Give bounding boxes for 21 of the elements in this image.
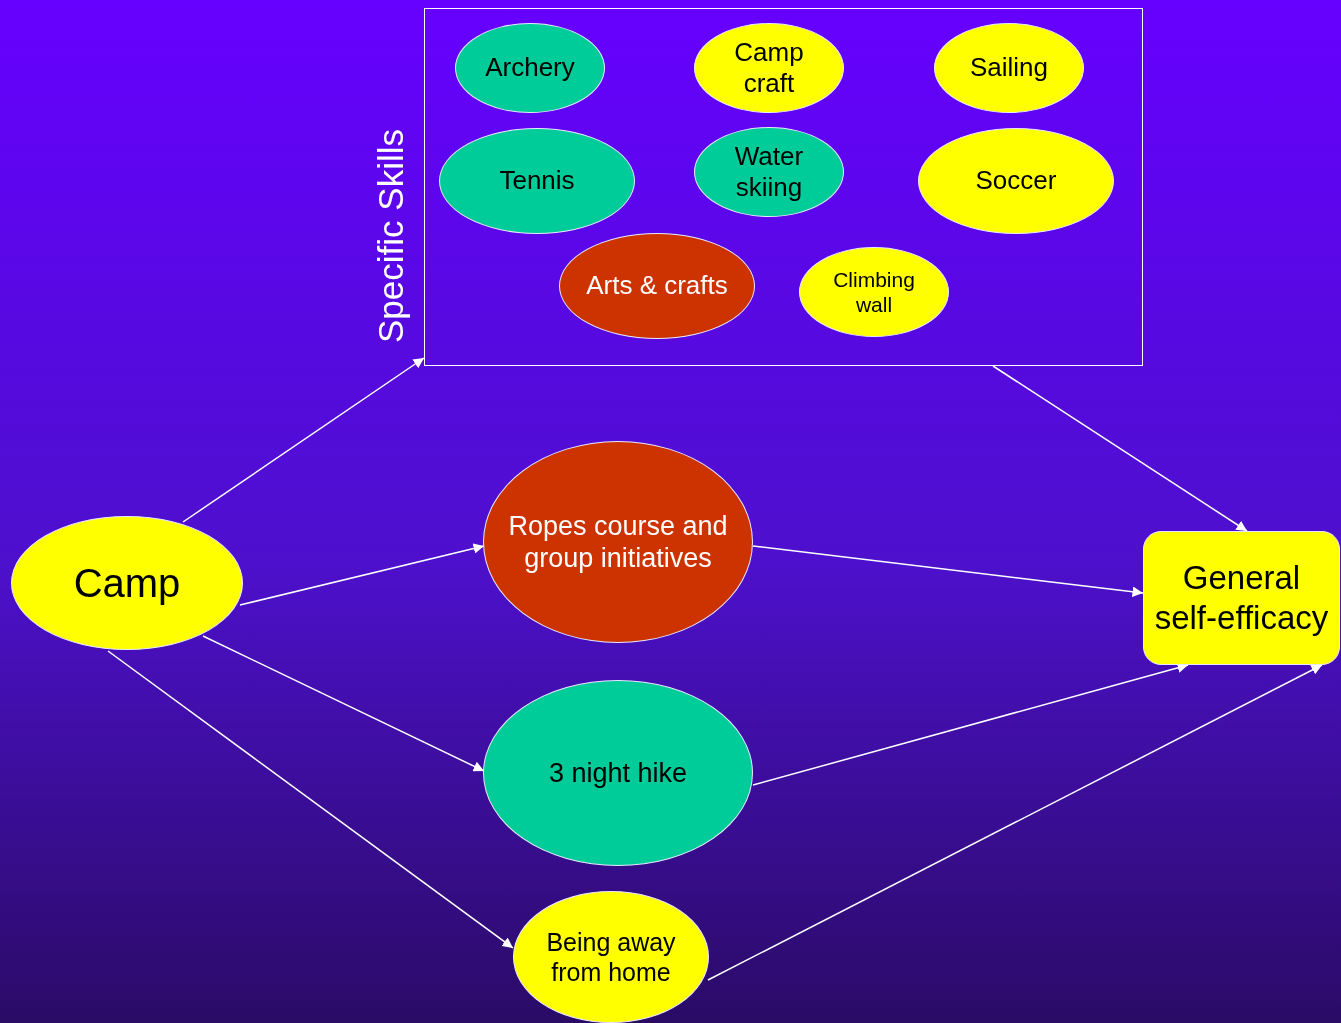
activity-ellipse: Soccer [918, 128, 1114, 234]
activity-ellipse: Arts & crafts [559, 233, 755, 339]
activity-ellipse: Sailing [934, 23, 1084, 113]
arrow [707, 664, 1323, 981]
arrow [182, 357, 425, 523]
arrow [202, 635, 485, 772]
arrow [752, 545, 1144, 597]
activity-ellipse: Tennis [439, 128, 635, 234]
activity-ellipse: 3 night hike [483, 680, 753, 866]
activity-ellipse: Camp craft [694, 23, 844, 113]
arrow [992, 365, 1248, 532]
activity-ellipse: Water skiing [694, 127, 844, 217]
activity-ellipse: Climbing wall [799, 247, 949, 337]
arrow [107, 650, 514, 949]
outcome-box: General self-efficacy [1143, 531, 1340, 665]
arrow [239, 543, 485, 606]
activity-ellipse: Camp [11, 516, 243, 650]
activity-ellipse: Archery [455, 23, 605, 113]
activity-ellipse: Being away from home [513, 891, 709, 1023]
activity-ellipse: Ropes course and group initiatives [483, 441, 753, 643]
group-heading: Specific Skills [371, 129, 411, 343]
